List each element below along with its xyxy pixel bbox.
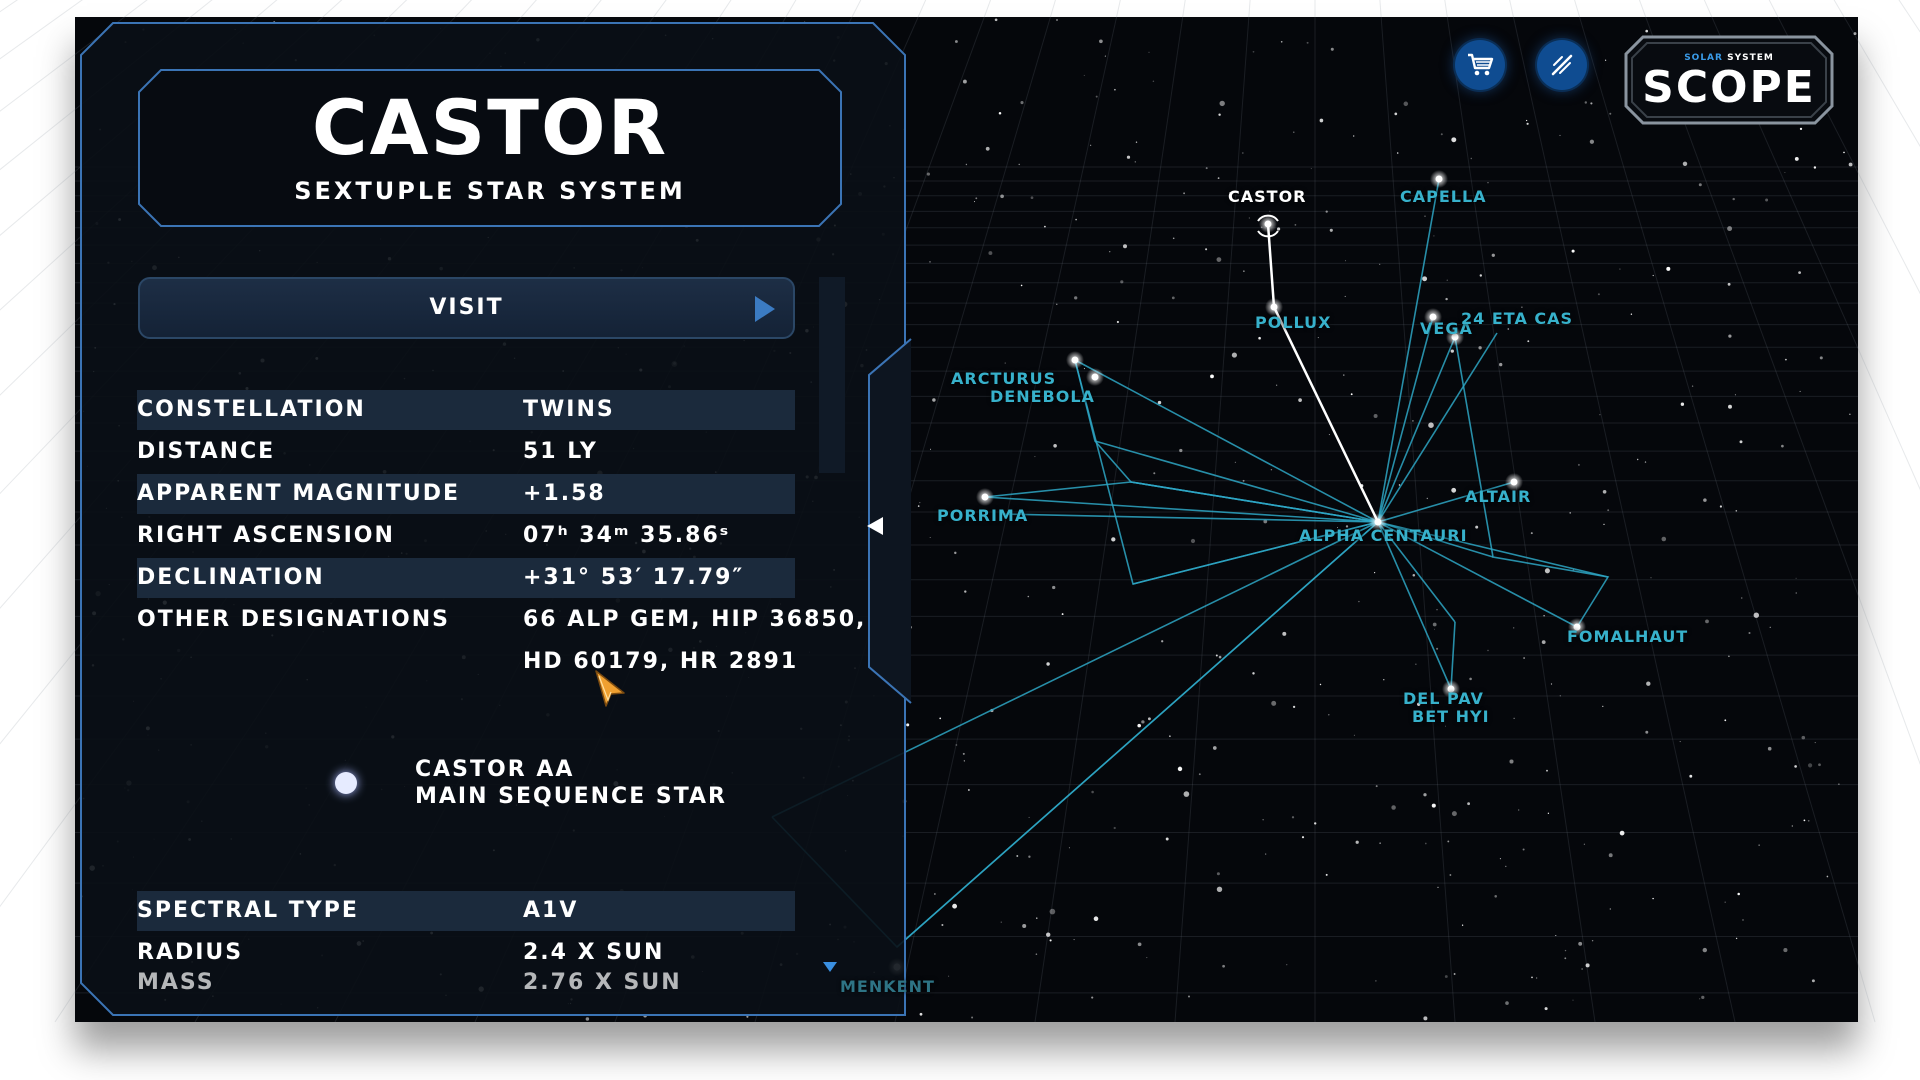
property-value: +31° 53′ 17.79″ bbox=[523, 565, 745, 590]
star-label-arcturus[interactable]: ARCTURUS bbox=[951, 369, 1057, 388]
property-row-constellation: CONSTELLATION TWINS bbox=[137, 390, 795, 430]
star-label-pollux[interactable]: POLLUX bbox=[1255, 313, 1332, 332]
logo-solar-text: SOLAR bbox=[1684, 53, 1723, 63]
visit-button[interactable]: VISIT bbox=[138, 277, 795, 339]
property-row-distance: DISTANCE 51 LY bbox=[137, 432, 795, 472]
component-class: MAIN SEQUENCE STAR bbox=[415, 784, 727, 809]
app-window: CASTOR SEXTUPLE STAR SYSTEM VISIT CONSTE… bbox=[0, 0, 1920, 1023]
star-label-vega[interactable]: VEGA bbox=[1420, 319, 1473, 338]
cart-icon bbox=[1468, 53, 1494, 76]
property-value: A1V bbox=[523, 898, 579, 923]
app-logo: SOLAR SYSTEM SCOPE bbox=[1623, 34, 1835, 126]
visit-button-label: VISIT bbox=[429, 295, 504, 320]
no-orbit-icon bbox=[1551, 54, 1573, 76]
component-star-icon bbox=[335, 772, 357, 794]
logo-wordmark: SCOPE bbox=[1642, 62, 1816, 113]
property-label: CONSTELLATION bbox=[137, 397, 366, 422]
property-label: OTHER DESIGNATIONS bbox=[137, 607, 451, 632]
star-label-altair[interactable]: ALTAIR bbox=[1465, 487, 1532, 506]
property-value: 07ʰ 34ᵐ 35.86ˢ bbox=[523, 523, 731, 548]
star-label-capella[interactable]: CAPELLA bbox=[1400, 187, 1487, 206]
property-row-other-designations: OTHER DESIGNATIONS 66 ALP GEM, HIP 36850… bbox=[137, 600, 864, 673]
property-row-radius: RADIUS 2.4 X SUN bbox=[137, 933, 795, 973]
orbit-toggle-button[interactable] bbox=[1537, 40, 1587, 90]
visit-arrow-icon bbox=[755, 296, 775, 322]
star-subtitle: SEXTUPLE STAR SYSTEM bbox=[294, 177, 686, 205]
property-value-continued: HD 60179, HR 2891 bbox=[523, 649, 799, 674]
property-row-declination: DECLINATION +31° 53′ 17.79″ bbox=[137, 558, 795, 598]
property-row-apparent-magnitude: APPARENT MAGNITUDE +1.58 bbox=[137, 474, 795, 514]
mouse-cursor-icon bbox=[595, 670, 625, 707]
property-label: RIGHT ASCENSION bbox=[137, 523, 395, 548]
property-value: 2.76 X SUN bbox=[523, 970, 682, 995]
star-label-bet-hyi[interactable]: BET HYI bbox=[1412, 707, 1490, 726]
star-label-menkent[interactable]: MENKENT bbox=[840, 977, 935, 996]
property-value: +1.58 bbox=[523, 481, 606, 506]
property-value: 66 ALP GEM, HIP 36850, bbox=[523, 607, 867, 632]
title-box: CASTOR SEXTUPLE STAR SYSTEM bbox=[137, 68, 843, 228]
property-row-mass-partial: MASS 2.76 X SUN bbox=[137, 972, 795, 994]
property-value: 2.4 X SUN bbox=[523, 940, 665, 965]
property-row-spectral-type: SPECTRAL TYPE A1V bbox=[137, 891, 795, 931]
info-panel-frame bbox=[80, 22, 912, 1016]
star-label-alpha-centauri[interactable]: ALPHA CENTAURI bbox=[1299, 526, 1468, 545]
star-label-del-pav[interactable]: DEL PAV bbox=[1403, 689, 1484, 708]
property-label: DECLINATION bbox=[137, 565, 325, 590]
property-label: MASS bbox=[137, 970, 215, 995]
star-label-denebola[interactable]: DENEBOLA bbox=[990, 387, 1095, 406]
property-label: SPECTRAL TYPE bbox=[137, 898, 359, 923]
property-value: 51 LY bbox=[523, 439, 598, 464]
star-label-castor[interactable]: CASTOR bbox=[1228, 187, 1307, 206]
panel-scrollbar[interactable] bbox=[819, 277, 845, 473]
star-label-porrima[interactable]: PORRIMA bbox=[937, 506, 1029, 525]
logo-tagline: SOLAR SYSTEM bbox=[1623, 53, 1835, 63]
property-label: RADIUS bbox=[137, 940, 244, 965]
star-label-eta-cas[interactable]: 24 ETA CAS bbox=[1461, 309, 1574, 328]
scroll-down-icon[interactable] bbox=[823, 962, 837, 972]
property-label: APPARENT MAGNITUDE bbox=[137, 481, 461, 506]
selection-reticle bbox=[1257, 214, 1279, 238]
star-label-fomalhaut[interactable]: FOMALHAUT bbox=[1567, 627, 1689, 646]
property-value: TWINS bbox=[523, 397, 615, 422]
component-name: CASTOR AA bbox=[415, 757, 575, 782]
star-title: CASTOR bbox=[311, 83, 669, 172]
property-row-right-ascension: RIGHT ASCENSION 07ʰ 34ᵐ 35.86ˢ bbox=[137, 516, 795, 556]
collapse-arrow-icon[interactable] bbox=[867, 517, 883, 535]
shop-button[interactable] bbox=[1455, 40, 1505, 90]
property-label: DISTANCE bbox=[137, 439, 276, 464]
logo-system-text: SYSTEM bbox=[1722, 53, 1774, 63]
